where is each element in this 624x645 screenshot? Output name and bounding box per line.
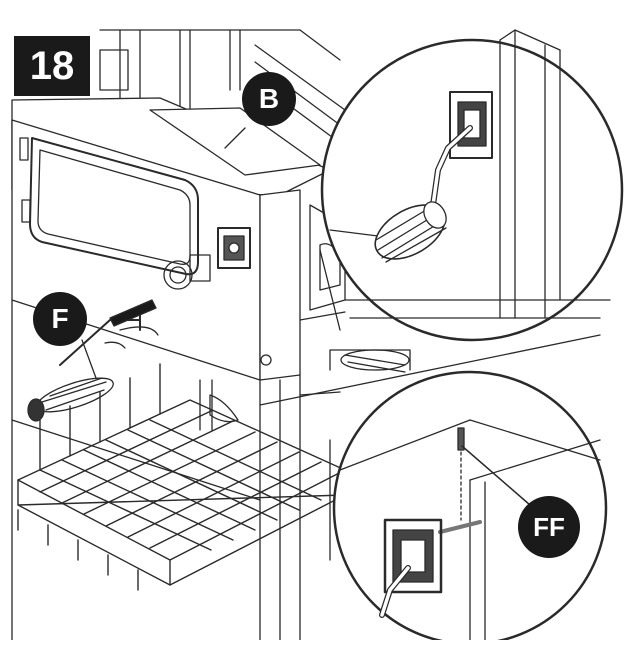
rear-frame <box>99 29 346 161</box>
detail-circle-top <box>319 29 624 342</box>
crank-handle <box>27 299 159 422</box>
callout-f-label: F <box>33 292 87 346</box>
step-number-badge: 18 <box>14 36 90 96</box>
lower-frame <box>11 299 601 641</box>
callout-ff-label: FF <box>518 496 580 558</box>
callout-b-label: B <box>242 72 296 126</box>
wire-basket <box>17 363 346 591</box>
